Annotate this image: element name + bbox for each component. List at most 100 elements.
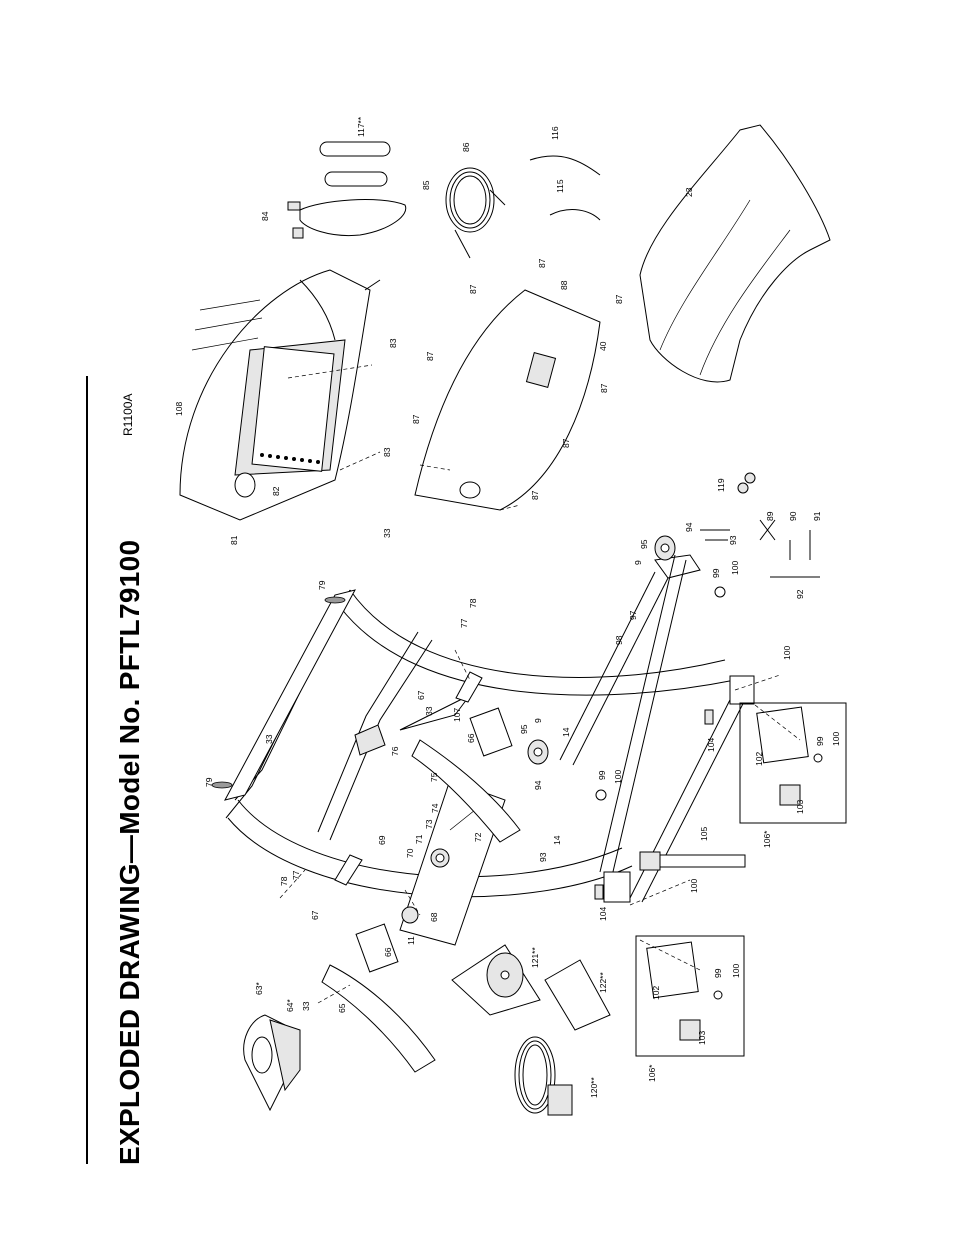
- part-label: 33: [264, 734, 274, 744]
- endcap-66-left: [355, 923, 399, 973]
- part-label: 79: [317, 580, 327, 590]
- detail-box-106-left: [635, 935, 745, 1057]
- wire-harnesses: [445, 155, 601, 259]
- part-label: 115: [555, 179, 565, 193]
- title-rule: [86, 376, 88, 1164]
- part-label: 100: [730, 561, 740, 575]
- handrails: [321, 671, 521, 1073]
- part-label: 97: [628, 610, 638, 620]
- part-label: 85: [421, 180, 431, 190]
- part-label: 87: [599, 383, 609, 393]
- part-label: 104: [706, 738, 716, 752]
- part-label: 66: [466, 733, 476, 743]
- part-label: 99: [713, 968, 723, 978]
- part-label: 87: [614, 294, 624, 304]
- part-label: 89: [765, 511, 775, 521]
- frame-assembly: [211, 554, 755, 946]
- part-label: 73: [424, 819, 434, 829]
- part-label: 104: [598, 907, 608, 921]
- part-label: 78: [279, 876, 289, 886]
- part-label: 103: [697, 1031, 707, 1045]
- part-label: 94: [684, 522, 694, 532]
- motor-hood-88: [414, 289, 601, 511]
- part-label: 95: [639, 539, 649, 549]
- cable-coil-120: [514, 1036, 573, 1116]
- console-assembly: [179, 269, 381, 521]
- frame-end-right: [729, 675, 755, 705]
- part-label: 100: [831, 732, 841, 746]
- part-label: 87: [411, 414, 421, 424]
- part-label: 33: [424, 706, 434, 716]
- hardware-parts: [527, 472, 820, 900]
- part-label: 68: [429, 912, 439, 922]
- part-label: 11: [406, 936, 416, 945]
- part-label: 99: [815, 736, 825, 746]
- media-121-122: [451, 944, 611, 1031]
- part-label: 106*: [647, 1064, 657, 1082]
- part-label: 87: [425, 351, 435, 361]
- treadmill-deck-23: [639, 124, 831, 383]
- part-label: 9: [533, 718, 543, 723]
- part-label: 102: [651, 986, 661, 1000]
- part-label: 87: [537, 258, 547, 268]
- part-label: 103: [795, 800, 805, 814]
- part-label: 74: [430, 803, 440, 813]
- part-label: 95: [519, 724, 529, 734]
- part-label: 33: [301, 1001, 311, 1011]
- console-mount-plate: [399, 779, 506, 946]
- part-label: 79: [204, 777, 214, 787]
- part-label: 122**: [598, 972, 608, 993]
- part-label: 33: [382, 528, 392, 538]
- part-label: 70: [405, 848, 415, 858]
- part-label: 90: [788, 511, 798, 521]
- chest-strap-63-64: [243, 1014, 301, 1112]
- part-label: 100: [782, 646, 792, 660]
- part-label: 84: [260, 211, 270, 221]
- part-label: 87: [468, 284, 478, 294]
- part-label: 117**: [356, 116, 366, 137]
- part-label: 83: [388, 338, 398, 348]
- frame-end-left: [603, 871, 631, 903]
- part-label: 91: [812, 511, 822, 521]
- part-label: 77: [291, 870, 301, 880]
- hand-weights-117: [319, 141, 391, 187]
- key-clip-84: [287, 199, 407, 239]
- part-label: 75: [429, 772, 439, 782]
- part-label: 100: [689, 879, 699, 893]
- part-label: 108: [174, 402, 184, 416]
- part-label: 99: [711, 568, 721, 578]
- part-label: 102: [754, 752, 764, 766]
- part-label: 93: [728, 535, 738, 545]
- part-label: 94: [533, 780, 543, 790]
- leader-lines: [279, 364, 801, 1004]
- part-label: 23: [684, 187, 694, 197]
- part-label: 14: [552, 835, 562, 845]
- part-label: 66: [383, 947, 393, 957]
- part-label: 64*: [285, 999, 295, 1012]
- part-label: 119: [716, 478, 726, 492]
- part-label: 82: [271, 486, 281, 496]
- part-label: 120**: [589, 1077, 599, 1098]
- part-label: 98: [614, 635, 624, 645]
- part-label: 67: [416, 690, 426, 700]
- part-label: 86: [461, 142, 471, 152]
- part-label: 106*: [762, 830, 772, 848]
- part-label: 65: [337, 1003, 347, 1013]
- part-label: 71: [414, 834, 424, 844]
- handrail-65: [321, 964, 436, 1073]
- part-label: 87: [561, 438, 571, 448]
- handrail-75: [411, 739, 521, 843]
- part-label: 83: [382, 447, 392, 457]
- part-label: 105: [699, 827, 709, 841]
- part-label: 99: [597, 770, 607, 780]
- part-label: 67: [310, 910, 320, 920]
- part-label: 69: [377, 835, 387, 845]
- part-label: 107: [452, 708, 462, 722]
- part-label: 77: [459, 618, 469, 628]
- part-label: 40: [598, 341, 608, 351]
- part-number-labels: 117** 116 86 85 115 84 23 87 87 88 87 40…: [174, 116, 841, 1098]
- part-label: 88: [559, 280, 569, 290]
- part-label: 100: [731, 964, 741, 978]
